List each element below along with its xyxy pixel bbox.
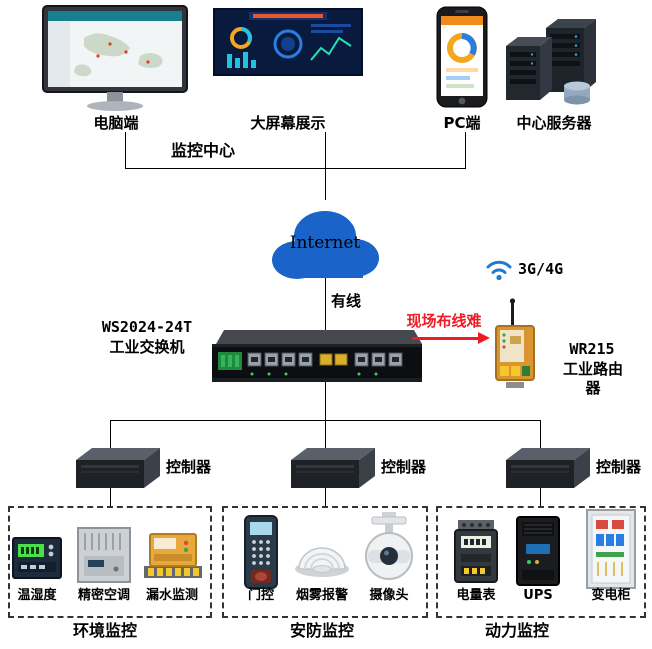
cellular-label: 3G/4G — [518, 260, 564, 278]
wiring-arrow — [412, 337, 480, 340]
controller-label-2: 控制器 — [381, 458, 427, 476]
wiring-note-label: 现场布线难 — [406, 312, 482, 330]
dashboard-screen-illustration — [213, 8, 363, 76]
zone-title-power: 动力监控 — [484, 621, 549, 640]
router-illustration — [495, 298, 535, 388]
wired-label: 有线 — [331, 292, 362, 310]
device-label-smoke-alarm: 烟雾报警 — [295, 588, 348, 603]
device-label-transformer: 变电柜 — [591, 588, 631, 603]
device-label-camera: 摄像头 — [369, 588, 409, 603]
power-meter-device — [454, 520, 498, 583]
device-label-temp-humidity: 温湿度 — [17, 588, 57, 603]
connector-line — [540, 488, 541, 506]
ups-device — [516, 516, 560, 586]
connector-line — [325, 278, 326, 330]
switch-illustration — [212, 330, 422, 382]
controller-illustration — [291, 448, 375, 488]
connector-line — [110, 420, 111, 448]
label-server: 中心服务器 — [516, 114, 592, 132]
transformer-cabinet-device — [586, 509, 636, 589]
internet-label: Internet — [289, 233, 361, 253]
access-control-device — [244, 515, 278, 589]
wiring-arrow-head — [478, 332, 490, 344]
camera-device — [365, 512, 413, 580]
zone-title-security: 安防监控 — [289, 621, 354, 640]
switch-type-label: 工业交换机 — [109, 338, 185, 356]
smoke-detector-device — [295, 547, 349, 577]
label-monitoring-center: 监控中心 — [170, 141, 235, 160]
router-model-label: WR215 — [569, 340, 615, 358]
router-type-label: 工业路由器 — [562, 360, 623, 397]
device-label-door-access: 门控 — [247, 588, 274, 603]
label-pc: PC端 — [443, 114, 481, 132]
connector-line — [110, 488, 111, 506]
monitor-illustration — [42, 5, 188, 111]
connector-line — [325, 420, 326, 448]
connector-line — [325, 382, 326, 420]
switch-model-label: WS2024-24T — [101, 318, 193, 336]
connector-line — [325, 132, 326, 200]
controller-label-3: 控制器 — [596, 458, 642, 476]
device-label-power-meter: 电量表 — [456, 588, 496, 603]
connector-line — [465, 132, 466, 168]
connector-line — [540, 420, 541, 448]
zone-title-environment: 环境监控 — [72, 621, 137, 640]
water-leak-device — [144, 533, 202, 578]
smartphone-illustration — [436, 6, 488, 108]
precision-ac-device — [77, 527, 131, 583]
controller-label-1: 控制器 — [166, 458, 212, 476]
connector-line — [125, 168, 466, 169]
device-label-water-leak: 漏水监测 — [145, 588, 198, 603]
device-label-ups: UPS — [523, 588, 553, 603]
label-big-screen: 大屏幕展示 — [250, 114, 326, 132]
connector-line — [325, 488, 326, 506]
servers-illustration — [506, 19, 596, 105]
wifi-icon — [486, 260, 512, 281]
controller-illustration — [76, 448, 160, 488]
connector-line — [125, 132, 126, 168]
device-label-precision-ac: 精密空调 — [77, 588, 130, 603]
controller-illustration — [506, 448, 590, 488]
internet-cloud — [272, 211, 379, 279]
temperature-humidity-device — [12, 537, 62, 579]
label-computer: 电脑端 — [93, 114, 139, 132]
